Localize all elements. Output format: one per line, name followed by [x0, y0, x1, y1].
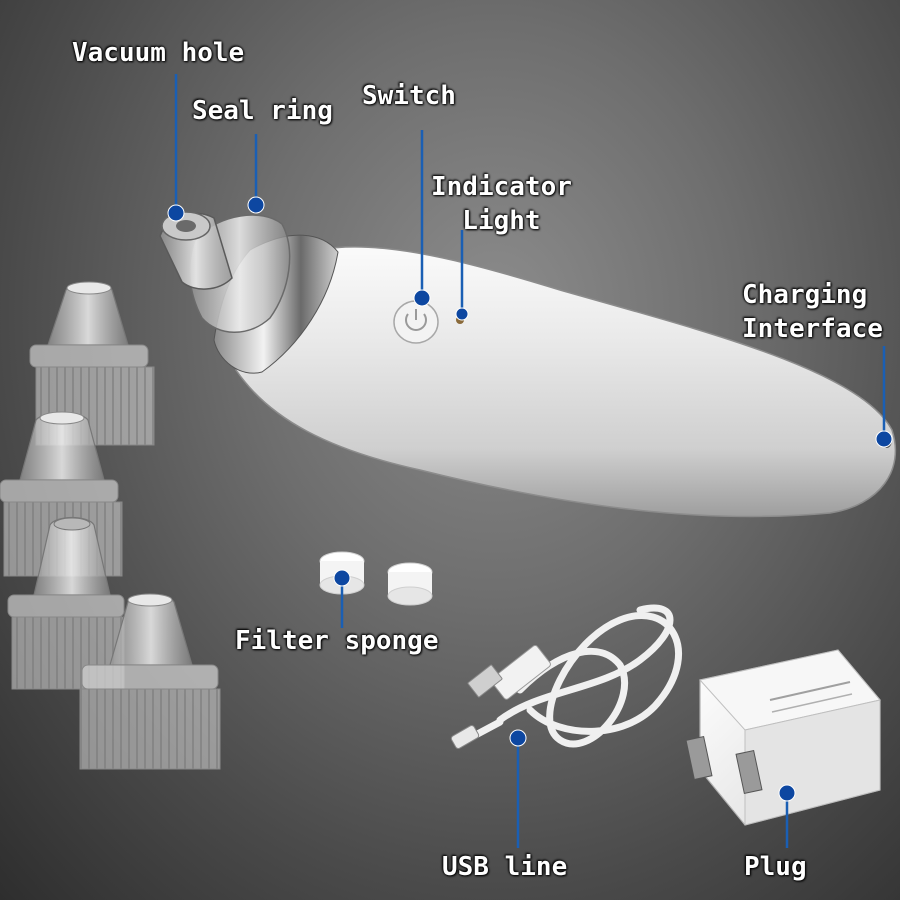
- suction-head-4: [79, 593, 221, 770]
- leader-dots: [167, 196, 893, 802]
- blackhead-remover-device: [159, 211, 897, 518]
- dot-indicator-light: [455, 307, 469, 321]
- label-switch: Switch: [362, 81, 456, 111]
- label-seal-ring: Seal ring: [192, 96, 333, 126]
- dot-vacuum-hole: [167, 204, 185, 222]
- dot-filter-sponge: [333, 569, 351, 587]
- label-vacuum-hole: Vacuum hole: [72, 38, 245, 68]
- label-plug: Plug: [744, 852, 807, 882]
- dot-charging-interface: [875, 430, 893, 448]
- usb-connector: [467, 644, 551, 700]
- label-charging-interface: Charging Interface: [742, 280, 883, 344]
- label-indicator-light: Indicator Light: [431, 172, 572, 236]
- filter-sponges: [319, 551, 433, 606]
- micro-usb-connector: [450, 725, 480, 749]
- dot-seal-ring: [247, 196, 265, 214]
- suction-head-1: [29, 281, 155, 446]
- dot-switch: [413, 289, 431, 307]
- dot-plug: [778, 784, 796, 802]
- power-adapter: [685, 649, 881, 826]
- dot-usb-line: [509, 729, 527, 747]
- label-usb-line: USB line: [442, 852, 568, 882]
- label-filter-sponge: Filter sponge: [235, 626, 439, 656]
